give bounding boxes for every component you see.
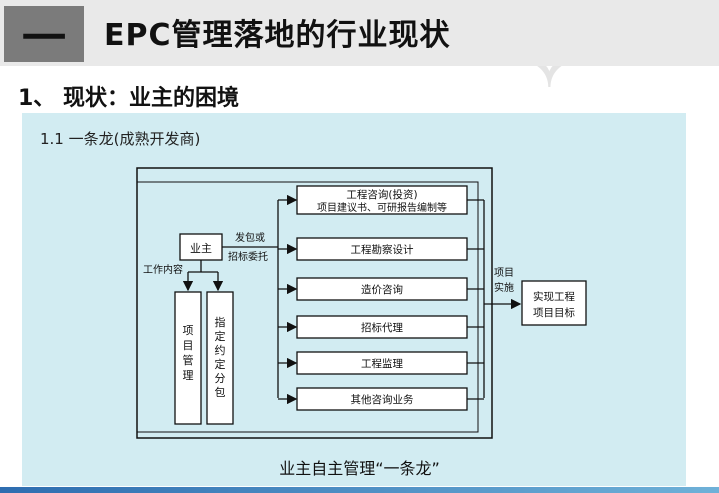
vertical-char: 分 <box>215 372 226 385</box>
vertical-char: 约 <box>215 344 226 357</box>
service-list: 工程咨询(投资)项目建议书、可研报告编制等工程勘察设计造价咨询招标代理工程监理其… <box>278 185 484 411</box>
owner-label: 业主 <box>190 242 212 255</box>
contract-label-2: 招标委托 <box>228 250 268 263</box>
designated-subcontract-box <box>206 291 234 425</box>
service-sublabel: 项目建议书、可研报告编制等 <box>317 201 447 214</box>
service-label: 造价咨询 <box>361 283 403 296</box>
section-title: 1、 现状：业主的困境 <box>18 86 239 111</box>
service-label: 招标代理 <box>361 321 403 334</box>
subsection-title: 1.1 一条龙(成熟开发商) <box>40 130 201 148</box>
contract-label-1: 发包或 <box>235 231 265 244</box>
project-management-box <box>174 291 202 425</box>
implement-label-2: 实施 <box>494 281 514 294</box>
vertical-char: 定 <box>215 329 226 343</box>
header-bar: 一 EPC管理落地的行业现状 <box>0 0 719 66</box>
service-label: 工程勘察设计 <box>351 243 414 256</box>
chapter-number: 一 <box>4 6 84 64</box>
service-box <box>296 185 468 215</box>
goal-box <box>521 280 587 326</box>
page-title: EPC管理落地的行业现状 <box>104 18 451 53</box>
work-content-label: 工作内容 <box>143 263 183 276</box>
implement-label-1: 项目 <box>494 267 514 279</box>
service-label: 工程监理 <box>361 357 403 370</box>
service-label: 工程咨询(投资) <box>346 188 417 201</box>
goal-label-1: 实现工程 <box>533 290 575 303</box>
vertical-char: 指 <box>215 315 226 329</box>
vertical-char: 管 <box>183 353 194 367</box>
owner-box <box>179 233 223 261</box>
vertical-char: 包 <box>215 386 226 399</box>
outer-frame <box>136 167 493 439</box>
service-label: 其他咨询业务 <box>351 393 414 406</box>
vertical-char: 理 <box>183 369 194 382</box>
goal-label-2: 项目目标 <box>533 307 575 319</box>
bottom-accent-bar <box>0 487 719 493</box>
vertical-char: 定 <box>215 357 226 371</box>
inner-frame <box>137 181 479 433</box>
vertical-char: 项 <box>183 324 194 337</box>
vertical-char: 目 <box>183 339 194 352</box>
diagram-caption: 业主自主管理“一条龙” <box>279 459 440 478</box>
